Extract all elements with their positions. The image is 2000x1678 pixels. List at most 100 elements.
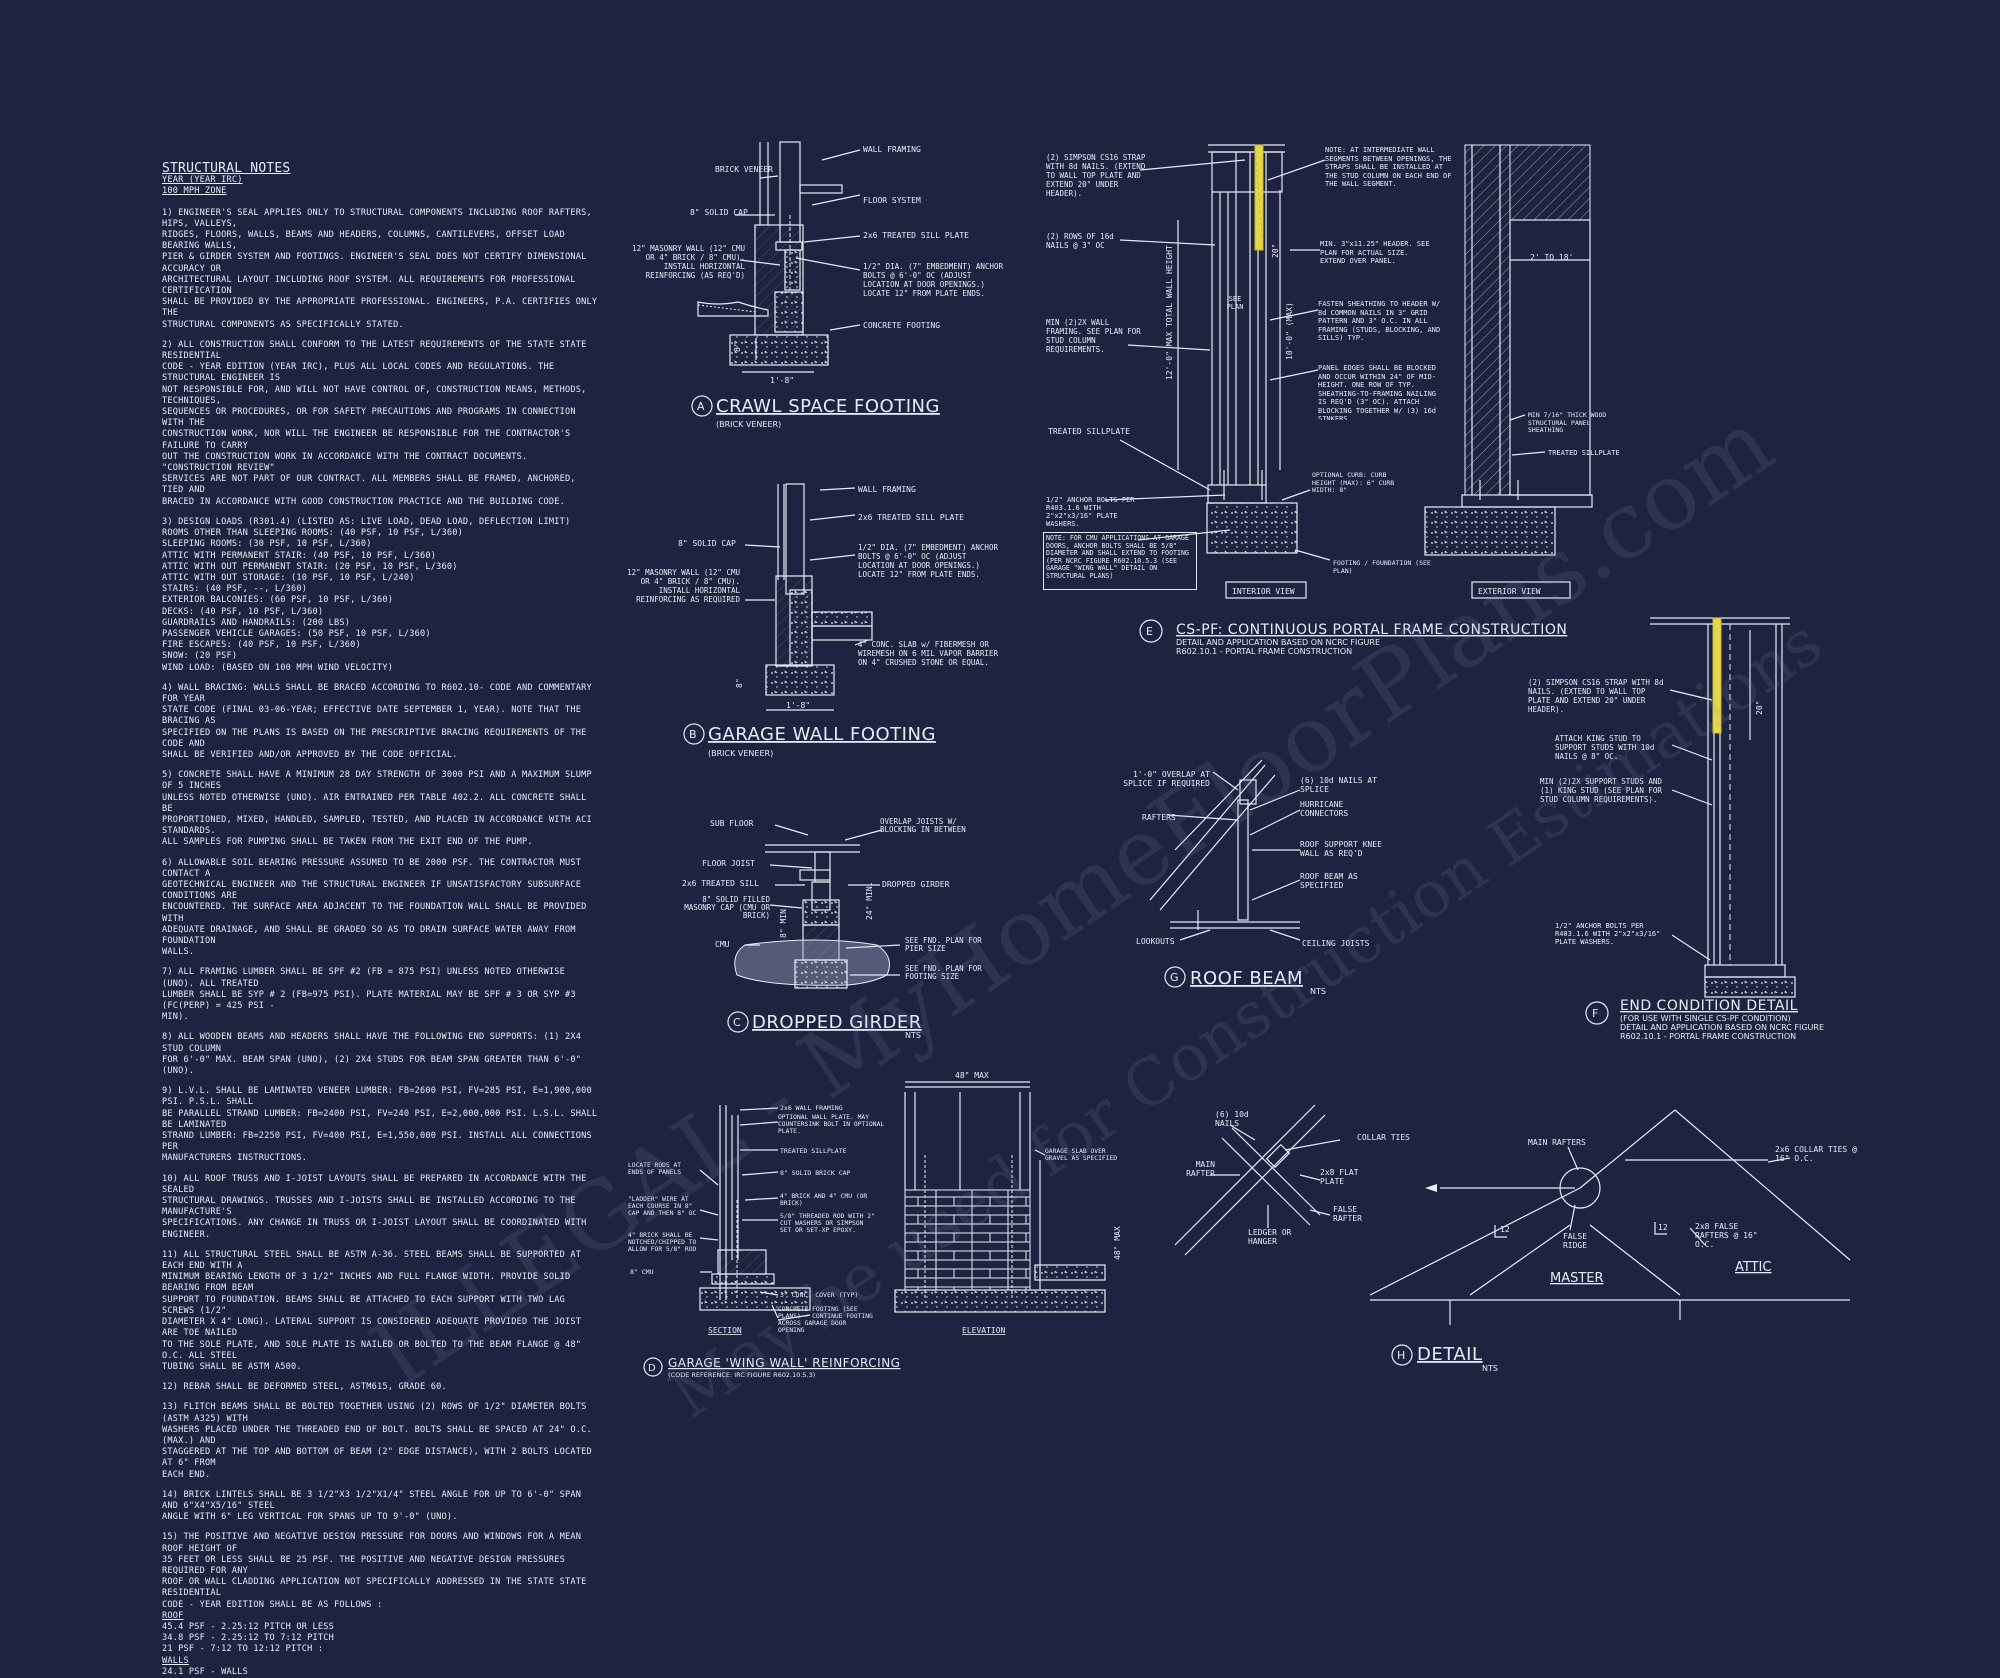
note-line: 14) BRICK LINTELS SHALL BE 3 1/2"x3 1/2"…	[162, 1489, 582, 1511]
note-line: SPECIFIED ON THE PLANS IS BASED ON THE P…	[162, 727, 587, 749]
detH-label-main-rafter: MAIN RAFTER	[1186, 1160, 1215, 1178]
note-line: WASHERS PLACED UNDER THE THREADED END OF…	[162, 1424, 592, 1446]
note-line: BE PARALLEL STRAND LUMBER: Fb=2400 PSI, …	[162, 1108, 598, 1130]
note-line: STRUCTURAL COMPONENTS AS SPECIFICALLY ST…	[162, 319, 404, 330]
detH-label-main-rafters: MAIN RAFTERS	[1528, 1138, 1586, 1147]
detA-title: CRAWL SPACE FOOTING	[716, 396, 940, 417]
note-line: RIDGES, FLOORS, WALLS, BEAMS AND HEADERS…	[162, 230, 566, 252]
detB-label-solid-cap: 8" SOLID CAP	[678, 539, 736, 548]
note-line: SHALL BE VERIFIED AND/OR APPROVED BY THE…	[162, 749, 458, 760]
detail-g-roof-beam: 1'-0" OVERLAP AT SPLICE IF REQUIRED (6) …	[1123, 759, 1382, 996]
detF-sub3: R602.10.1 - PORTAL FRAME CONSTRUCTION	[1620, 1032, 1796, 1041]
note-2: 2) ALL CONSTRUCTION SHALL CONFORM TO THE…	[162, 340, 602, 508]
note-line: EACH END.	[162, 1469, 211, 1480]
detD-label-framing: 2x6 WALL FRAMING	[780, 1104, 843, 1112]
note-line: CONSTRUCTION WORK, NOR WILL THE ENGINEER…	[162, 429, 571, 451]
detE-label-header: MIN. 3"x11.25" HEADER. SEE PLAN FOR ACTU…	[1320, 240, 1430, 265]
note-line: MIN).	[162, 1012, 189, 1023]
detE-label-sheathing: FASTEN SHEATHING TO HEADER W/ 8d COMMON …	[1318, 300, 1441, 342]
detC-letter: C	[733, 1016, 741, 1029]
detH-label-false-rafter: FALSE RAFTER	[1333, 1205, 1362, 1223]
note-line: OUT THE CONSTRUCTION WORK IN ACCORDANCE …	[162, 451, 528, 474]
detE-exterior-view: EXTERIOR VIEW	[1478, 587, 1541, 596]
detF-label-king-stud: ATTACH KING STUD TO SUPPORT STUDS WITH 1…	[1555, 734, 1655, 761]
note-line: PIER & GIRDER SYSTEM AND FOOTINGS. ENGIN…	[162, 252, 587, 274]
detE-sub1: DETAIL AND APPLICATION BASED ON NCRC FIG…	[1176, 638, 1380, 647]
roof-heading: ROOF	[162, 1610, 184, 1621]
detE-label-wood-panel: MIN 7/16" THICK WOOD STRUCTURAL PANEL SH…	[1528, 412, 1607, 434]
detA-label-footing: CONCRETE FOOTING	[863, 321, 940, 330]
detC-title: DROPPED GIRDER	[752, 1012, 922, 1033]
detD-label-footing: CONCRETE FOOTING (SEE PLANS) - CONTINUE …	[778, 1306, 873, 1334]
note-line: 6) ALLOWABLE SOIL BEARING PRESSURE ASSUM…	[162, 857, 582, 879]
note-line: 10) ALL ROOF TRUSS AND I-JOIST LAYOUTS S…	[162, 1173, 587, 1195]
detD-section-label: SECTION	[708, 1326, 742, 1335]
note-line: SHALL BE PROVIDED BY THE APPROPRIATE PRO…	[162, 297, 598, 319]
detD-label-optional-plate: OPTIONAL WALL PLATE. MAY COUNTERSINK BOL…	[778, 1114, 885, 1135]
drawing-sheet: WALL FRAMING BRICK VENEER FLOOR SYSTEM 8…	[352, 141, 1857, 1433]
detG-nts: NTS	[1310, 987, 1326, 996]
note-line: STRUCTURAL DRAWINGS. TRUSSES AND I-JOIST…	[162, 1196, 576, 1218]
note-3: 3) DESIGN LOADS (R301.4) (LISTED AS: LIV…	[162, 517, 602, 674]
note-line: ATTIC WITH OUT STORAGE: (10 PSF, 10 PSF,…	[162, 572, 415, 583]
note-line: ATTIC WITH OUT PERMANENT STAIR: (20 PSF,…	[162, 561, 458, 572]
note-line: STAGGERED AT THE TOP AND BOTTOM OF BEAM …	[162, 1447, 592, 1469]
note-line: 3) DESIGN LOADS (R301.4) (LISTED AS: LIV…	[162, 516, 571, 527]
detA-label-solid-cap: 8" SOLID CAP	[690, 208, 748, 217]
detH-label-collar-oc: 2x6 COLLAR TIES @ 16" O.C.	[1775, 1145, 1857, 1163]
notes-title: STRUCTURAL NOTES	[162, 161, 291, 176]
detH-pitch-left: 12	[1500, 1225, 1510, 1234]
detG-label-ceiling: CEILING JOISTS	[1302, 939, 1370, 948]
detC-label-sub-floor: SUB FLOOR	[710, 819, 754, 828]
note-line: GUARDRAILS AND HANDRAILS: (200 LBS)	[162, 617, 351, 628]
detA-label-anchor-bolts: 1/2" DIA. (7" EMBEDMENT) ANCHOR BOLTS @ …	[863, 262, 1003, 298]
note-9: 9) L.V.L. SHALL BE LAMINATED VENEER LUMB…	[162, 1086, 602, 1164]
note-6: 6) ALLOWABLE SOIL BEARING PRESSURE ASSUM…	[162, 858, 602, 959]
detA-label-brick-veneer: BRICK VENEER	[715, 165, 773, 174]
detF-label-support-studs: MIN (2)2X SUPPORT STUDS AND (1) KING STU…	[1540, 777, 1662, 804]
note-line: 4) WALL BRACING: WALLS SHALL BE BRACED A…	[162, 682, 592, 704]
detE-label-strap: (2) SIMPSON CS16 STRAP WITH 8d NAILS. (E…	[1046, 153, 1146, 198]
detF-letter: F	[1592, 1007, 1598, 1020]
detF-title: END CONDITION DETAIL	[1620, 998, 1798, 1014]
note-line: 35 FEET OR LESS SHALL BE 25 PSF. THE POS…	[162, 1554, 566, 1576]
note-line: CODE - YEAR EDITION SHALL BE AS FOLLOWS …	[162, 1599, 383, 1610]
detB-sub: (BRICK VENEER)	[708, 749, 773, 758]
detE-dim-span: 2' TO 18'	[1530, 253, 1573, 262]
note-line: 12) REBAR SHALL BE DEFORMED STEEL, ASTM6…	[162, 1382, 447, 1393]
detH-title: DETAIL	[1417, 1344, 1482, 1365]
note-line: TUBING SHALL BE ASTM A500.	[162, 1361, 302, 1372]
detC-label-pier: SEE FND. PLAN FOR PIER SIZE	[905, 937, 982, 953]
walls-heading: WALLS	[162, 1655, 189, 1666]
note-line: 7) ALL FRAMING LUMBER SHALL BE SPF #2 (F…	[162, 967, 566, 989]
detC-label-girder: DROPPED GIRDER	[882, 880, 950, 889]
detD-sub: (CODE REFERENCE: IRC FIGURE R602.10.5.3)	[668, 1371, 815, 1379]
detail-a-crawl-space-footing: WALL FRAMING BRICK VENEER FLOOR SYSTEM 8…	[632, 141, 1003, 429]
note-10: 10) ALL ROOF TRUSS AND I-JOIST LAYOUTS S…	[162, 1174, 602, 1241]
note-line: 24.1 PSF - WALLS	[162, 1666, 248, 1677]
note-14: 14) BRICK LINTELS SHALL BE 3 1/2"x3 1/2"…	[162, 1490, 602, 1524]
note-7: 7) ALL FRAMING LUMBER SHALL BE SPF #2 (F…	[162, 967, 602, 1023]
detD-label-rod: 5/8" THREADED ROD WITH 2" CUT WASHERS OR…	[780, 1213, 875, 1234]
detF-label-anchor: 1/2" ANCHOR BOLTS PER R403.1.6 WITH 2"x2…	[1555, 922, 1661, 946]
detB-label-wall-framing: WALL FRAMING	[858, 485, 916, 494]
detD-label-cmu: 8" CMU	[630, 1268, 654, 1276]
detE-note-cmu: NOTE: FOR CMU APPLICATIONS AT GARAGE DOO…	[1046, 534, 1189, 580]
note-line: NOT RESPONSIBLE FOR, AND WILL NOT HAVE C…	[162, 384, 587, 406]
detF-label-strap: (2) SIMPSON CS16 STRAP WITH 8d NAILS. (E…	[1528, 678, 1664, 714]
detail-f-end-condition: 20" (2) SIMPSON CS16 STRAP WITH 8d NAILS…	[1528, 617, 1824, 1041]
note-line: STATE CODE (FINAL 03-06-YEAR; EFFECTIVE …	[162, 705, 582, 727]
note-line: UNLESS NOTED OTHERWISE (UNO). AIR ENTRAI…	[162, 792, 587, 814]
detH-attic: ATTIC	[1735, 1260, 1771, 1275]
detB-dim-height: 8"	[735, 678, 744, 688]
detB-letter: B	[689, 728, 697, 741]
detG-label-knee-wall: ROOF SUPPORT KNEE WALL AS REQ'D	[1300, 840, 1382, 858]
detH-pitch-right: 12	[1658, 1223, 1668, 1232]
note-1: 1) ENGINEER'S SEAL APPLIES ONLY TO STRUC…	[162, 208, 602, 331]
detB-label-masonry-wall: 12" MASONRY WALL (12" CMU OR 4" BRICK / …	[627, 568, 740, 604]
detE-dim-wall-height: 12'-0" MAX TOTAL WALL HEIGHT	[1165, 245, 1174, 380]
note-line: TO THE SOLE PLATE, AND SOLE PLATE IS NAI…	[162, 1339, 582, 1361]
note-line: ENCOUNTERED. THE SURFACE AREA ADJACENT T…	[162, 902, 587, 924]
structural-notes: STRUCTURAL NOTES YEAR (YEAR IRC) 100 mph…	[162, 161, 602, 1678]
